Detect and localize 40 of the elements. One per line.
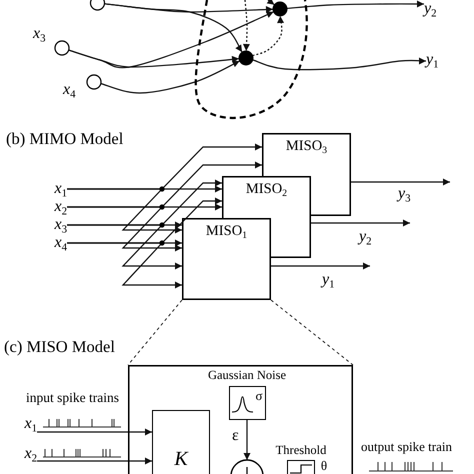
arrow [67,224,182,270]
arrow [286,0,424,10]
variable-label: x$_{4}$ [47,234,67,252]
box-heading: Gaussian Noise [207,367,287,383]
variable-label: y$_{2}$ [424,0,446,18]
arrow [271,262,370,270]
kernel-box: K [152,410,210,474]
arrow [351,178,450,186]
dashed-arrow [242,0,250,52]
model-box: MISO$_{1}$ [182,218,271,300]
arrow [37,428,152,436]
panel-title: (c) MISO Model [4,339,115,356]
variable-label: x$_{2}$ [47,198,67,216]
arrow [100,60,240,94]
variable-label: x$_{3}$ [47,216,67,234]
variable-label: x$_{2}$ [18,444,37,464]
parameter-label: σ [254,388,264,403]
box-heading: Threshold [274,443,328,457]
text-label: input spike trains [26,391,119,404]
arrow [252,57,426,70]
dashed-arrow [252,16,284,56]
variable-label: x$_{3}$ [33,24,47,44]
arrow [104,3,243,52]
arrow [67,188,182,234]
text-label: output spike train [361,440,452,453]
dashed-line [128,300,182,366]
dashed-line [270,300,354,366]
arrow [67,206,182,252]
variable-label: x$_{1}$ [18,414,37,434]
parameter-label: θ [320,458,328,474]
arrow [37,458,152,464]
arrow [68,50,240,68]
arrow [67,242,182,288]
variable-label: x$_{4}$ [63,80,77,100]
arrow [266,0,275,6]
arrow [311,220,410,226]
variable-label: y$_{1}$ [426,51,448,69]
variable-label: x$_{1}$ [47,180,67,198]
panel-title: (b) MIMO Model [6,131,124,148]
arrow [244,420,250,460]
